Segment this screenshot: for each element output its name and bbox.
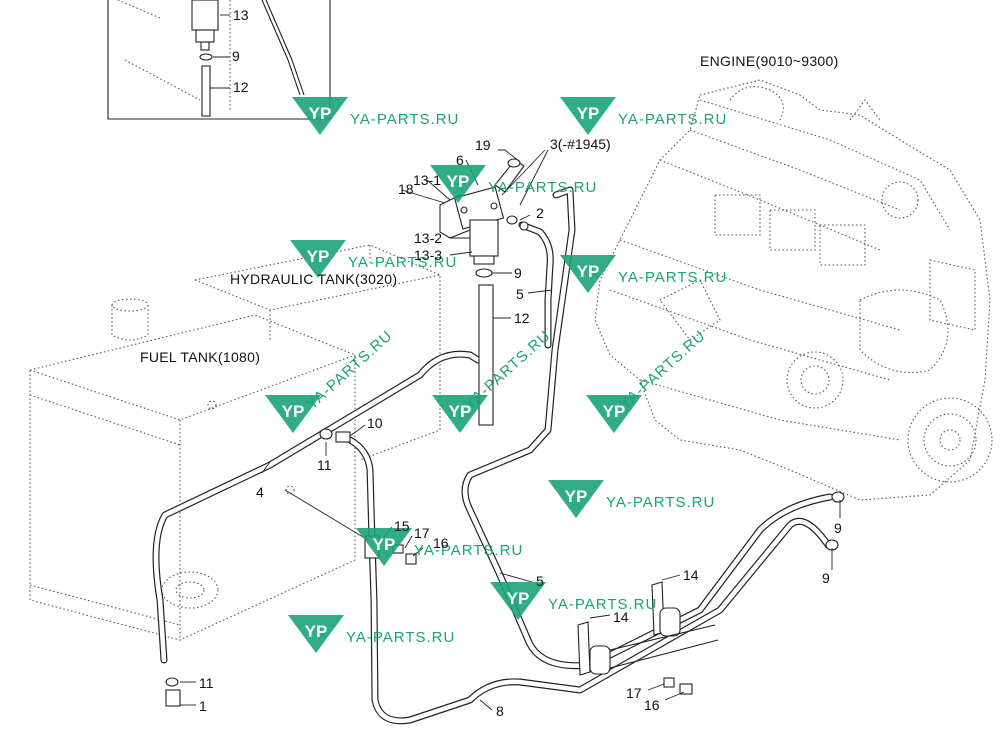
watermark-diagonal: YA-PARTS.RU	[461, 327, 554, 413]
svg-text:YA-PARTS.RU: YA-PARTS.RU	[618, 111, 727, 128]
callout-19: 19	[475, 137, 491, 153]
leader-lines	[180, 149, 841, 711]
svg-text:YA-PARTS.RU: YA-PARTS.RU	[488, 179, 597, 196]
fuel-tank-illustration	[29, 298, 356, 641]
watermark: YA-PARTS.RU	[356, 528, 523, 566]
callout-9-r2: 9	[822, 570, 830, 586]
watermark: YA-PARTS.RU	[560, 255, 727, 293]
callout-8: 8	[496, 703, 504, 719]
hydraulic-tank-title: HYDRAULIC TANK(3020)	[230, 271, 397, 287]
callout-9-mid: 9	[514, 265, 522, 281]
callout-1: 1	[199, 698, 207, 714]
watermark-diagonal: YA-PARTS.RU	[616, 327, 709, 413]
hoses-and-pipes	[152, 186, 834, 725]
clamp-brackets	[577, 581, 719, 676]
callout-13-inset: 13	[233, 7, 249, 23]
callout-18: 18	[398, 181, 414, 197]
svg-text:YA-PARTS.RU: YA-PARTS.RU	[348, 254, 457, 271]
callout-16-mid: 16	[433, 535, 449, 551]
svg-text:YA-PARTS.RU: YA-PARTS.RU	[606, 494, 715, 511]
callout-15: 15	[394, 518, 410, 534]
callout-6: 6	[456, 152, 464, 168]
watermark: YA-PARTS.RU	[292, 97, 459, 135]
callout-12-inset: 12	[233, 79, 249, 95]
callout-4: 4	[256, 484, 264, 500]
callout-13-2: 13-2	[414, 230, 442, 246]
callout-13-3: 13-3	[414, 247, 442, 263]
callout-10: 10	[367, 415, 383, 431]
svg-text:YA-PARTS.RU: YA-PARTS.RU	[618, 269, 727, 286]
engine-illustration	[594, 79, 993, 501]
callout-2: 2	[536, 205, 544, 221]
callout-5-top: 5	[516, 286, 524, 302]
callout-3: 3(-#1945)	[550, 136, 611, 152]
svg-text:YA-PARTS.RU: YA-PARTS.RU	[548, 596, 657, 613]
watermark: YA-PARTS.RU	[430, 165, 597, 203]
callout-17-low: 17	[626, 685, 642, 701]
svg-text:YA-PARTS.RU: YA-PARTS.RU	[414, 542, 523, 559]
callout-16-low: 16	[644, 697, 660, 713]
callout-14-b: 14	[613, 609, 629, 625]
svg-text:YA-PARTS.RU: YA-PARTS.RU	[350, 111, 459, 128]
hydraulic-tank-illustration	[194, 244, 441, 461]
callout-14-a: 14	[683, 567, 699, 583]
callout-11-mid: 11	[317, 457, 332, 473]
watermark: YA-PARTS.RU	[490, 582, 657, 620]
callout-9-inset: 9	[232, 48, 240, 64]
fittings	[165, 428, 845, 707]
watermark: YA-PARTS.RU	[290, 240, 457, 278]
callout-12-mid: 12	[514, 310, 530, 326]
engine-title: ENGINE(9010~9300)	[700, 53, 839, 69]
callout-17-mid: 17	[414, 525, 430, 541]
callout-labels: 13 9 12 19 3(-#1945) 6 13-1 18 2 13-2 13…	[199, 7, 842, 719]
watermark: YA-PARTS.RU	[560, 97, 727, 135]
watermark: YA-PARTS.RU	[548, 480, 715, 518]
callout-13-1: 13-1	[413, 172, 441, 188]
watermark: YA-PARTS.RU	[288, 615, 455, 653]
detail-inset	[107, 0, 331, 120]
fuel-tank-title: FUEL TANK(1080)	[140, 349, 260, 365]
svg-text:YA-PARTS.RU: YA-PARTS.RU	[346, 629, 455, 646]
callout-9-r1: 9	[834, 520, 842, 536]
callout-5-low: 5	[536, 573, 544, 589]
callout-11-low: 11	[199, 675, 214, 691]
